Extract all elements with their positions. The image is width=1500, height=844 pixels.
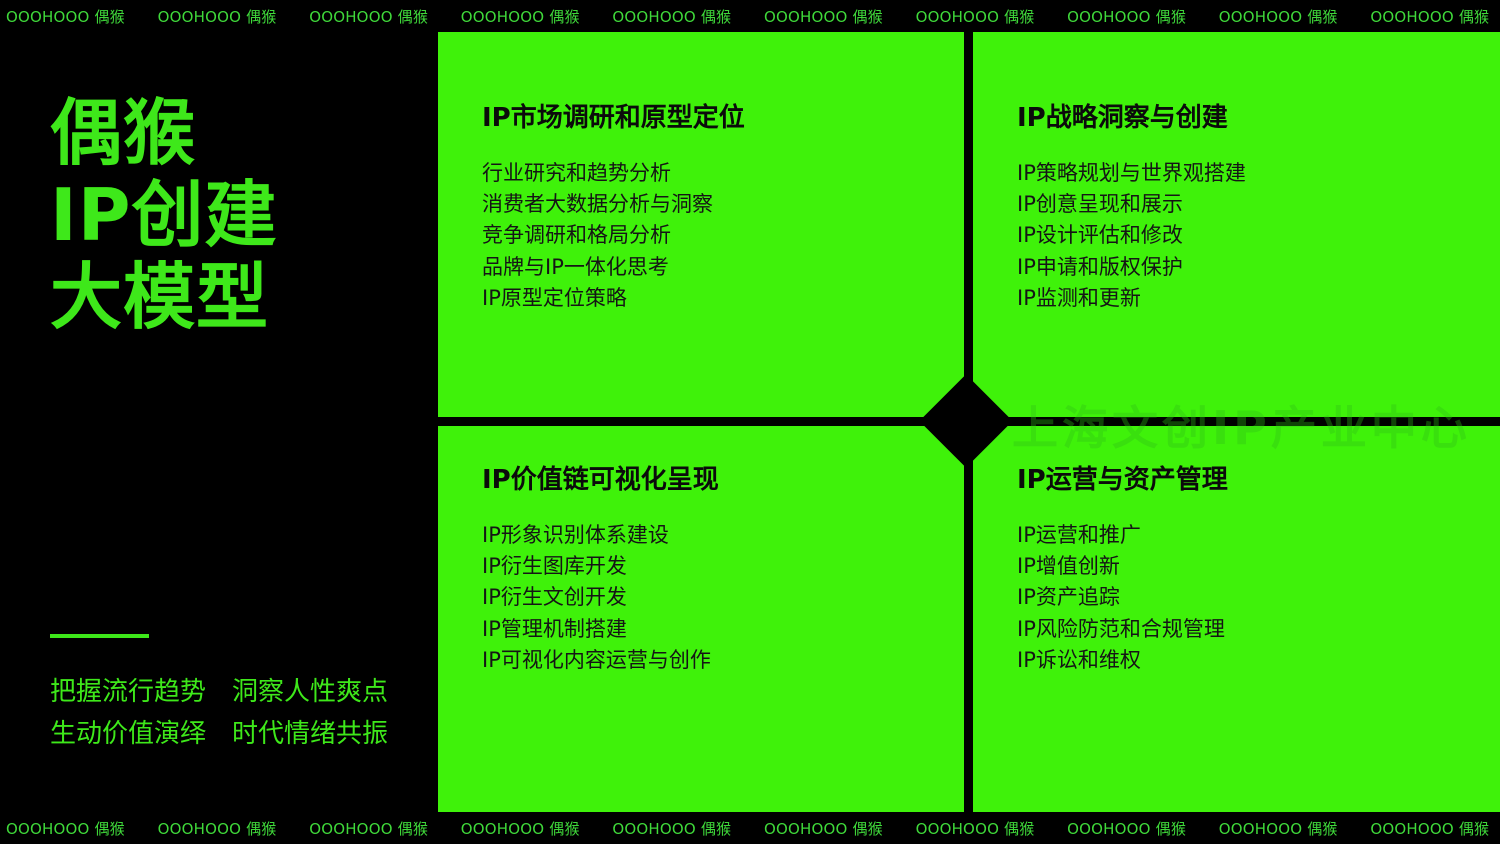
list-item: IP资产追踪 [1017, 585, 1120, 610]
marquee-item: OOOHOOO 偶猴 [309, 819, 429, 838]
slogan-row: 把握流行趋势 洞察人性爽点 [50, 671, 388, 713]
marquee-item: OOOHOOO 偶猴 [1218, 7, 1338, 26]
marquee-item: OOOHOOO 偶猴 [1370, 7, 1490, 26]
bottom-marquee: OOOHOOO 偶猴 OOOHOOO 偶猴 OOOHOOO 偶猴 OOOHOOO… [0, 812, 1500, 844]
list-item: IP风险防范和合规管理 [1017, 616, 1225, 641]
list-item: IP增值创新 [1017, 554, 1120, 579]
marquee-item: OOOHOOO 偶猴 [915, 819, 1035, 838]
list-item: IP创意呈现和展示 [1017, 192, 1183, 217]
panel-list: IP运营和推广 IP增值创新 IP资产追踪 IP风险防范和合规管理 IP诉讼和维… [1017, 520, 1500, 676]
main-title: 偶猴 IP创建 大模型 [50, 92, 278, 338]
panel-title: IP运营与资产管理 [1017, 465, 1228, 495]
slogan: 洞察人性爽点 [232, 677, 389, 707]
panel-title: IP市场调研和原型定位 [482, 103, 745, 133]
slogans: 把握流行趋势 洞察人性爽点 生动价值演绎 时代情绪共振 [50, 671, 388, 755]
panel-value-chain: IP价值链可视化呈现 IP形象识别体系建设 IP衍生图库开发 IP衍生文创开发 … [438, 426, 964, 812]
marquee-item: OOOHOOO 偶猴 [309, 7, 429, 26]
panel-title: IP价值链可视化呈现 [482, 465, 719, 495]
marquee-item: OOOHOOO 偶猴 [157, 819, 277, 838]
marquee-item: OOOHOOO 偶猴 [1218, 819, 1338, 838]
panel-list: IP策略规划与世界观搭建 IP创意呈现和展示 IP设计评估和修改 IP申请和版权… [1017, 158, 1500, 314]
slogan: 生动价值演绎 [50, 719, 207, 749]
panel-strategy: IP战略洞察与创建 IP策略规划与世界观搭建 IP创意呈现和展示 IP设计评估和… [973, 32, 1500, 417]
slogan: 把握流行趋势 [50, 677, 207, 707]
top-marquee: OOOHOOO 偶猴 OOOHOOO 偶猴 OOOHOOO 偶猴 OOOHOOO… [0, 0, 1500, 32]
panel-list: IP形象识别体系建设 IP衍生图库开发 IP衍生文创开发 IP管理机制搭建 IP… [482, 520, 964, 676]
list-item: IP管理机制搭建 [482, 616, 627, 641]
marquee-item: OOOHOOO 偶猴 [915, 7, 1035, 26]
marquee-item: OOOHOOO 偶猴 [460, 819, 580, 838]
marquee-item: OOOHOOO 偶猴 [763, 7, 883, 26]
title-line: 大模型 [50, 255, 270, 339]
marquee-item: OOOHOOO 偶猴 [460, 7, 580, 26]
title-line: IP创建 [50, 173, 278, 257]
panel-market-research: IP市场调研和原型定位 行业研究和趋势分析 消费者大数据分析与洞察 竞争调研和格… [438, 32, 964, 417]
list-item: IP设计评估和修改 [1017, 223, 1183, 248]
marquee-item: OOOHOOO 偶猴 [1370, 819, 1490, 838]
marquee-item: OOOHOOO 偶猴 [157, 7, 277, 26]
list-item: IP原型定位策略 [482, 285, 627, 310]
marquee-item: OOOHOOO 偶猴 [1067, 819, 1187, 838]
list-item: IP诉讼和维权 [1017, 647, 1141, 672]
watermark: 上海文创IP产业中心 [1012, 401, 1471, 455]
marquee-item: OOOHOOO 偶猴 [1067, 7, 1187, 26]
list-item: IP申请和版权保护 [1017, 254, 1183, 279]
list-item: 品牌与IP一体化思考 [482, 254, 669, 279]
list-item: IP形象识别体系建设 [482, 523, 669, 547]
list-item: 竞争调研和格局分析 [482, 223, 671, 248]
marquee-item: OOOHOOO 偶猴 [612, 7, 732, 26]
panel-title: IP战略洞察与创建 [1017, 103, 1228, 133]
list-item: IP衍生图库开发 [482, 554, 627, 579]
list-item: IP运营和推广 [1017, 523, 1141, 547]
list-item: 行业研究和趋势分析 [482, 161, 671, 185]
slogan: 时代情绪共振 [232, 719, 389, 749]
marquee-item: OOOHOOO 偶猴 [612, 819, 732, 838]
list-item: IP策略规划与世界观搭建 [1017, 161, 1246, 185]
slogan-row: 生动价值演绎 时代情绪共振 [50, 713, 388, 755]
marquee-item: OOOHOOO 偶猴 [6, 7, 125, 26]
list-item: IP监测和更新 [1017, 285, 1141, 310]
accent-divider [50, 634, 149, 638]
list-item: IP可视化内容运营与创作 [482, 647, 711, 672]
panel-operations: IP运营与资产管理 IP运营和推广 IP增值创新 IP资产追踪 IP风险防范和合… [973, 426, 1500, 812]
panel-list: 行业研究和趋势分析 消费者大数据分析与洞察 竞争调研和格局分析 品牌与IP一体化… [482, 158, 964, 314]
marquee-item: OOOHOOO 偶猴 [6, 819, 125, 838]
title-line: 偶猴 [50, 91, 197, 175]
list-item: IP衍生文创开发 [482, 585, 627, 610]
list-item: 消费者大数据分析与洞察 [482, 192, 713, 217]
marquee-item: OOOHOOO 偶猴 [763, 819, 883, 838]
